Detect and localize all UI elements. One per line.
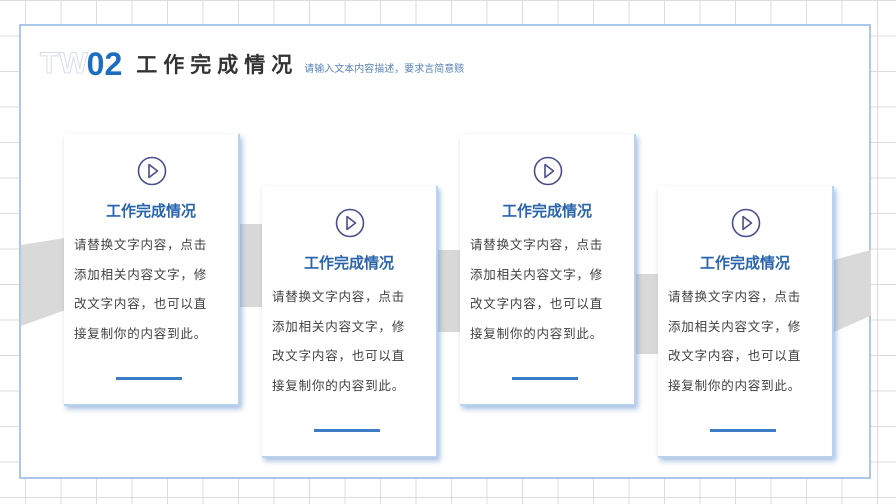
play-circle-icon — [533, 156, 563, 186]
card-accent-bar — [512, 377, 578, 380]
card-body-line: 接复制你的内容到此。 — [272, 377, 406, 393]
info-card-1: 工作完成情况 请替换文字内容，点击 添加相关内容文字，修 改文字内容，也可以直 … — [64, 134, 240, 406]
card-body-line: 添加相关内容文字，修 — [272, 318, 406, 334]
section-number: 02 — [86, 45, 123, 82]
card-body-line: 接复制你的内容到此。 — [470, 325, 604, 341]
info-card-4: 工作完成情况 请替换文字内容，点击 添加相关内容文字，修 改文字内容，也可以直 … — [658, 186, 834, 458]
card-body-line: 改文字内容，也可以直 — [470, 296, 604, 311]
card-body: 请替换文字内容，点击 添加相关内容文字，修 改文字内容，也可以直 接复制你的内容… — [74, 230, 232, 348]
card-accent-bar — [710, 429, 776, 432]
card-body-line: 添加相关内容文字，修 — [470, 266, 604, 282]
ribbon-segment-3 — [437, 250, 462, 332]
card-title: 工作完成情况 — [699, 254, 790, 272]
card-body-line: 接复制你的内容到此。 — [74, 325, 208, 341]
card-body-line: 请替换文字内容，点击 — [668, 289, 802, 304]
card-body-line: 请替换文字内容，点击 — [74, 237, 208, 252]
card-body-line: 请替换文字内容，点击 — [272, 289, 406, 304]
card-body-line: 改文字内容，也可以直 — [668, 348, 802, 363]
info-card-3: 工作完成情况 请替换文字内容，点击 添加相关内容文字，修 改文字内容，也可以直 … — [460, 134, 636, 406]
card-body: 请替换文字内容，点击 添加相关内容文字，修 改文字内容，也可以直 接复制你的内容… — [470, 230, 628, 348]
section-header: TW 02 工作完成情况 请输入文本内容描述，要求言简意赅 — [40, 44, 465, 84]
page-subtitle: 请输入文本内容描述，要求言简意赅 — [304, 63, 465, 75]
card-body-line: 请替换文字内容，点击 — [470, 237, 604, 252]
card-body-line: 改文字内容，也可以直 — [272, 348, 406, 363]
play-circle-icon — [137, 156, 167, 186]
card-accent-bar — [314, 429, 380, 432]
ribbon-segment-1 — [21, 238, 65, 326]
watermark-text: TW — [40, 47, 89, 81]
ribbon-segment-4 — [635, 274, 659, 354]
card-accent-bar — [116, 377, 182, 380]
card-title: 工作完成情况 — [105, 202, 196, 220]
play-circle-icon — [731, 208, 761, 238]
card-body-line: 添加相关内容文字，修 — [668, 318, 802, 334]
card-title: 工作完成情况 — [303, 254, 394, 272]
card-body-line: 接复制你的内容到此。 — [668, 377, 802, 393]
play-circle-icon — [335, 208, 365, 238]
card-body-line: 添加相关内容文字，修 — [74, 266, 208, 282]
card-body: 请替换文字内容，点击 添加相关内容文字，修 改文字内容，也可以直 接复制你的内容… — [668, 282, 826, 400]
info-card-2: 工作完成情况 请替换文字内容，点击 添加相关内容文字，修 改文字内容，也可以直 … — [262, 186, 438, 458]
card-body-line: 改文字内容，也可以直 — [74, 296, 208, 311]
page-title: 工作完成情况 — [136, 53, 299, 77]
ribbon-segment-2 — [240, 224, 264, 307]
card-body: 请替换文字内容，点击 添加相关内容文字，修 改文字内容，也可以直 接复制你的内容… — [272, 282, 430, 400]
card-title: 工作完成情况 — [501, 202, 592, 220]
